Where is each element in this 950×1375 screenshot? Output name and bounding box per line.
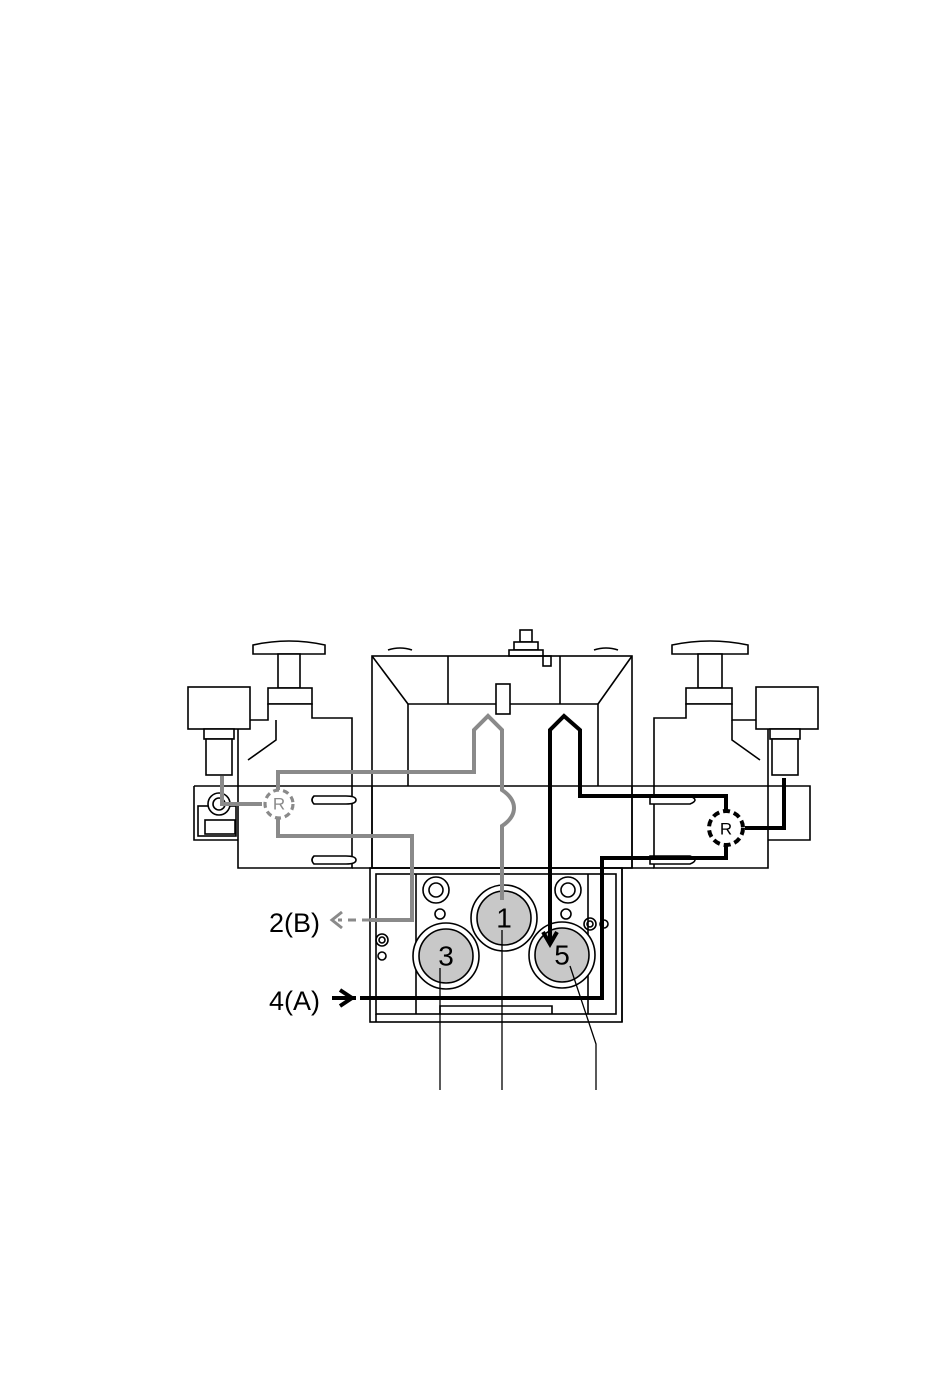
port-3: 3 — [413, 923, 479, 989]
output-a-label: 4(A) — [269, 986, 320, 1016]
port-3-label: 3 — [438, 941, 454, 972]
port-5: 5 — [529, 922, 595, 988]
regulator-left-label: R — [273, 795, 285, 814]
regulator-right-label: R — [720, 820, 732, 839]
port-5-label: 5 — [554, 940, 570, 971]
port-1-label: 1 — [496, 903, 512, 934]
output-b-label: 2(B) — [269, 908, 320, 938]
